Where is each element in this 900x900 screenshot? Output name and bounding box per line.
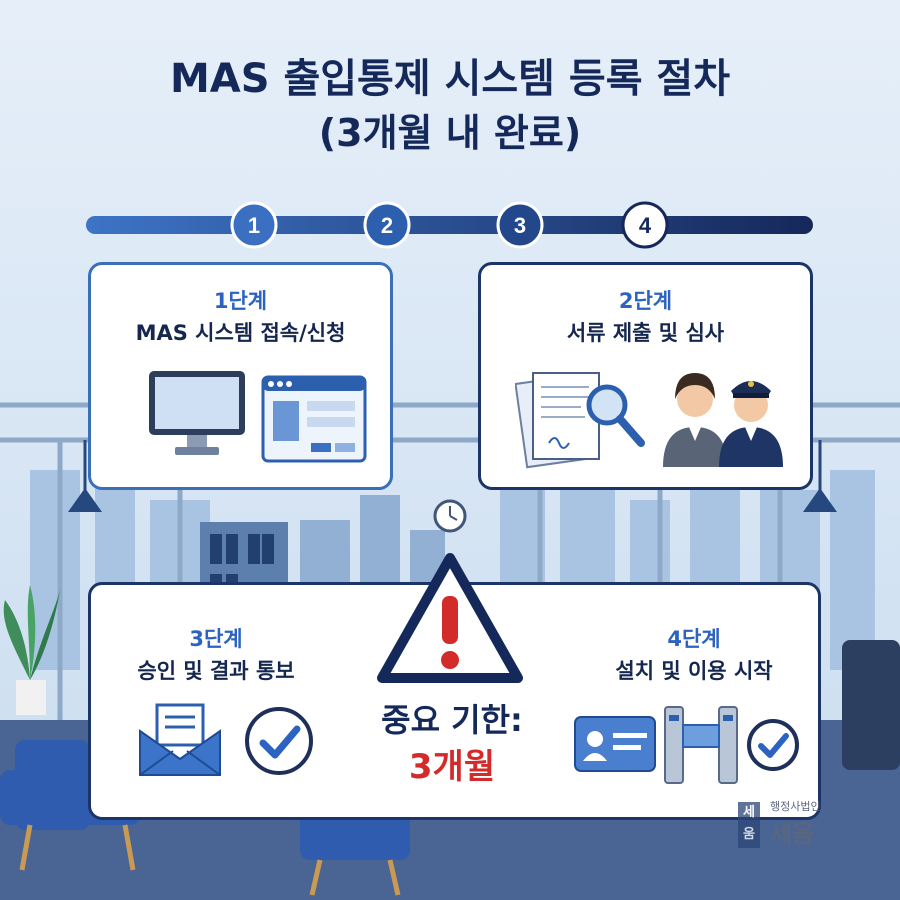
step-2-stage: 2단계 (618, 289, 673, 313)
id-card-gate-check-icons (574, 706, 799, 784)
step-1-card: 1단계 MAS 시스템 접속/신청 (88, 262, 393, 490)
title-line-1: MAS 출입통제 시스템 등록 절차 (169, 56, 731, 102)
reviewer-people-icon (663, 373, 783, 467)
watermark-small-text: 행정사법인 (770, 800, 821, 813)
id-card-icon (574, 716, 656, 772)
title-line-2: (3개월 내 완료) (318, 111, 582, 155)
step-1-description: MAS 시스템 접속/신청 (135, 321, 346, 345)
progress-step-4: 4 (621, 201, 669, 249)
progress-stepper: 1 2 3 4 (86, 201, 813, 249)
step-4-stage: 4단계 (667, 627, 721, 651)
step-1-stage: 1단계 (213, 289, 268, 313)
step-3-4-card: 3단계 승인 및 결과 통보 중요 기한: 3개월 4단계 설치 및 이용 시작 (88, 582, 821, 820)
plant-decoration (3, 585, 60, 715)
progress-step-2: 2 (363, 201, 411, 249)
progress-step-3: 3 (496, 201, 544, 249)
progress-step-2-label: 2 (381, 213, 393, 238)
step-2-description: 서류 제출 및 심사 (566, 321, 725, 345)
deadline-value: 3개월 (408, 747, 496, 787)
step-4-description: 설치 및 이용 시작 (615, 659, 773, 683)
progress-step-1: 1 (230, 201, 278, 249)
approved-check-icon (747, 719, 799, 771)
turnstile-gate-icon (664, 706, 738, 784)
step-3-stage: 3단계 (189, 627, 243, 651)
document-review-icon (515, 372, 645, 469)
computer-monitor-icon (149, 371, 245, 455)
watermark-logo: 세움 행정사법인 세움 (738, 798, 878, 854)
web-form-icon (261, 375, 367, 463)
watermark-big-text: 세움 (770, 820, 815, 848)
warning-icon (377, 553, 523, 683)
check-circle-icon (245, 707, 313, 775)
step-3-description: 승인 및 결과 통보 (137, 659, 295, 683)
progress-step-1-label: 1 (248, 213, 260, 238)
deadline-label: 중요 기한: (381, 701, 523, 739)
envelope-letter-icon (139, 703, 221, 776)
progress-step-4-label: 4 (639, 213, 652, 238)
page-title: MAS 출입통제 시스템 등록 절차 (3개월 내 완료) (0, 52, 900, 160)
progress-step-3-label: 3 (514, 213, 526, 238)
progress-track (86, 216, 813, 234)
watermark-emblem: 세움 (738, 802, 760, 848)
step-2-card: 2단계 서류 제출 및 심사 (478, 262, 813, 490)
